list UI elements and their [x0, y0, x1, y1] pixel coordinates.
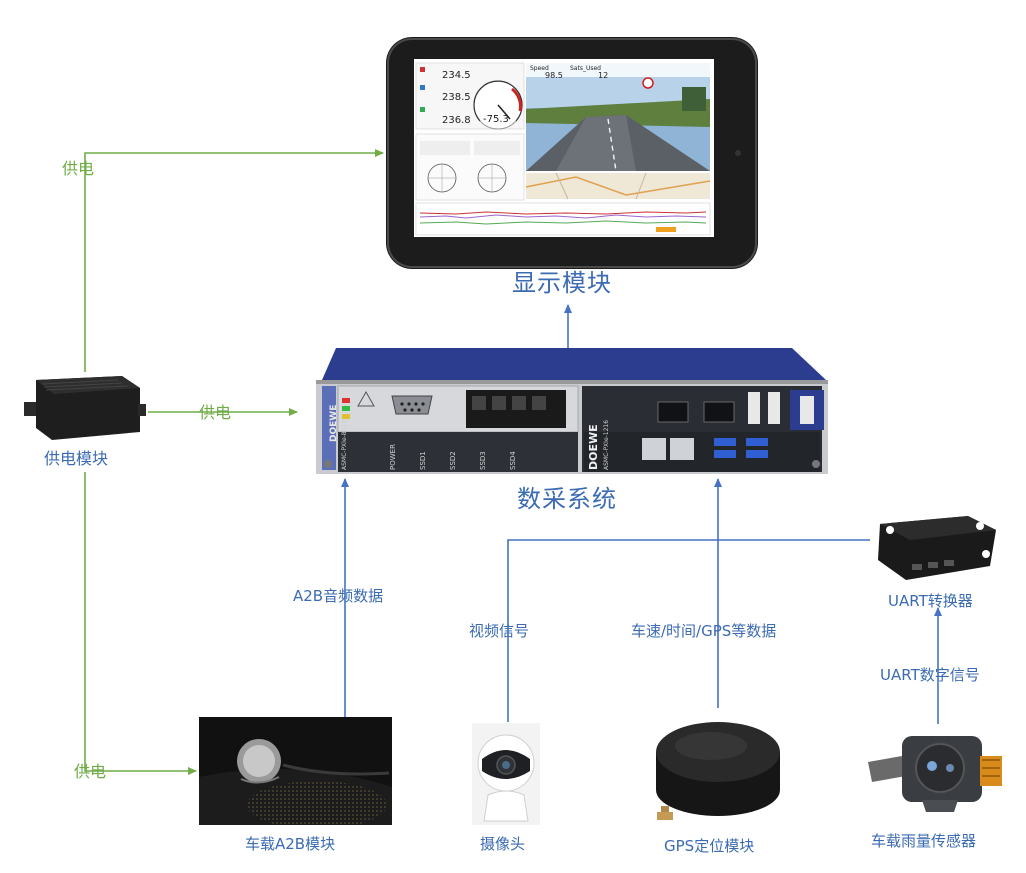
daq-chassis-illustration: [316, 348, 828, 474]
camera-label: 摄像头: [480, 835, 526, 853]
display-readout-2: 238.5: [442, 92, 471, 103]
display-readout-1: 234.5: [442, 70, 471, 81]
daq-slot-label-ssd3: SSD3: [479, 451, 487, 470]
power-line-to-a2b: [84, 472, 197, 775]
display-sats-value: 12: [598, 71, 609, 80]
gps-module-label: GPS定位模块: [664, 837, 755, 855]
uart-converter-label: UART转换器: [888, 592, 973, 610]
display-module-label: 显示模块: [512, 269, 612, 297]
rain-sensor-label: 车载雨量传感器: [871, 832, 977, 850]
display-sats-label: Sats_Used: [570, 65, 601, 72]
a2b-data-label: A2B音频数据: [293, 587, 384, 605]
daq-brand-right: DOEWE: [587, 424, 600, 470]
daq-brand-left: DOEWE: [329, 404, 339, 442]
a2b-module-label: 车载A2B模块: [245, 835, 336, 853]
daq-slot-label-power: POWER: [389, 444, 397, 470]
a2b-module-illustration: [199, 717, 392, 825]
daq-model-left: ASMC-PXIe-8018: [341, 419, 348, 470]
power-line-to-display: [84, 149, 384, 372]
display-speed-label: Speed: [530, 65, 549, 72]
display-gauge-readout: -75.3: [483, 114, 509, 125]
display-speed-value: 98.5: [545, 71, 563, 80]
power-module-illustration: [24, 376, 146, 440]
video-signal-label: 视频信号: [469, 622, 530, 640]
power-module-label: 供电模块: [44, 449, 109, 468]
uart-converter-illustration: [878, 516, 996, 580]
gps-module-illustration: [656, 722, 780, 820]
uart-signal-label: UART数字信号: [880, 666, 980, 684]
daq-slot-label-ssd2: SSD2: [449, 451, 457, 470]
camera-illustration: [472, 723, 540, 825]
camera-uart-bus-line: [507, 539, 870, 722]
power-label-display: 供电: [62, 159, 95, 178]
display-readout-3: 236.8: [442, 115, 471, 126]
vehicle-data-label: 车速/时间/GPS等数据: [631, 622, 777, 640]
display-tablet-illustration: [386, 37, 758, 269]
power-label-a2b: 供电: [74, 762, 107, 781]
power-label-daq: 供电: [199, 403, 232, 422]
rain-sensor-illustration: [868, 736, 1002, 812]
daq-system-label: 数采系统: [517, 485, 617, 513]
daq-model-right: ASMC-PXIe-1216: [603, 419, 610, 470]
daq-slot-label-ssd1: SSD1: [419, 451, 427, 470]
daq-slot-label-ssd4: SSD4: [509, 451, 517, 470]
